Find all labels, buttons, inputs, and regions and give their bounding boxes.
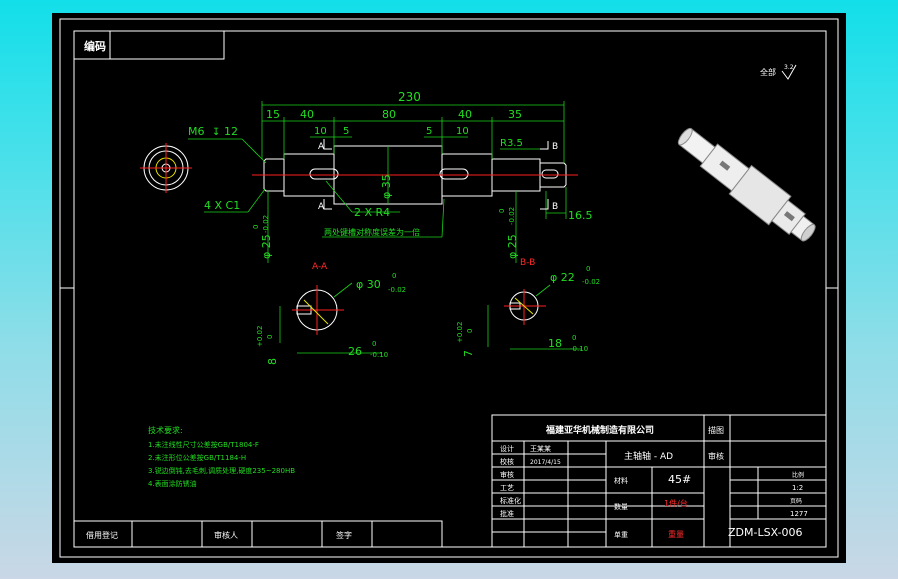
svg-text:0: 0 <box>372 340 376 348</box>
svg-text:-0.10: -0.10 <box>570 345 588 353</box>
svg-text:页码: 页码 <box>790 497 802 505</box>
dimensions: 230 15 40 80 40 35 10 5 5 10 M6 ↧ 12 R3.… <box>188 90 593 263</box>
svg-text:0: 0 <box>572 334 576 342</box>
svg-text:0: 0 <box>252 225 260 229</box>
svg-text:B: B <box>552 202 558 212</box>
title-block: 福建亚华机械制造有限公司 设计 校核 审核 工艺 标准化 批准 王某某 2017… <box>491 414 827 548</box>
svg-text:王某某: 王某某 <box>530 445 551 453</box>
svg-text:M6: M6 <box>188 125 205 138</box>
svg-text:B-B: B-B <box>520 258 535 268</box>
end-view <box>140 143 192 193</box>
section-aa: A-A φ 30 0 -0.02 8 +0.02 0 26 0 -0.10 <box>256 262 406 365</box>
svg-text:80: 80 <box>382 108 396 121</box>
svg-text:3.2: 3.2 <box>784 64 794 71</box>
svg-text:A: A <box>318 142 325 152</box>
svg-text:-0.10: -0.10 <box>370 351 388 359</box>
svg-text:R3.5: R3.5 <box>500 138 523 149</box>
svg-text:描图: 描图 <box>708 425 724 435</box>
svg-text:40: 40 <box>300 108 314 121</box>
svg-text:两处键槽对称度误差为一倍: 两处键槽对称度误差为一倍 <box>324 227 420 237</box>
svg-text:40: 40 <box>458 108 472 121</box>
svg-text:+0.02: +0.02 <box>456 322 464 343</box>
svg-text:校核: 校核 <box>500 457 514 466</box>
svg-text:单重: 单重 <box>614 530 628 539</box>
svg-text:↧: ↧ <box>212 127 220 138</box>
svg-text:φ 22: φ 22 <box>550 271 575 284</box>
svg-text:18: 18 <box>548 337 562 350</box>
svg-text:5: 5 <box>426 126 432 137</box>
svg-text:-0.02: -0.02 <box>508 207 516 225</box>
svg-text:标准化: 标准化 <box>500 496 521 505</box>
svg-text:审核: 审核 <box>500 470 514 479</box>
svg-text:A: A <box>318 202 325 212</box>
roughness-symbol: 全部 3.2 <box>760 64 797 80</box>
svg-text:1:2: 1:2 <box>792 484 803 492</box>
svg-text:15: 15 <box>266 108 280 121</box>
svg-text:工艺: 工艺 <box>500 484 514 492</box>
frame-inner <box>73 30 827 548</box>
svg-text:A-A: A-A <box>312 262 328 272</box>
svg-text:φ 25: φ 25 <box>260 234 273 259</box>
svg-text:3.锐边倒钝,去毛刺,调质处理,硬度235~280HB: 3.锐边倒钝,去毛刺,调质处理,硬度235~280HB <box>148 466 295 475</box>
svg-text:5: 5 <box>343 126 349 137</box>
svg-text:2017/4/15: 2017/4/15 <box>530 459 561 466</box>
svg-text:福建亚华机械制造有限公司: 福建亚华机械制造有限公司 <box>545 424 654 436</box>
tech-notes: 技术要求: 1.未注线性尺寸公差按GB/T1804-F 2.未注形位公差按GB/… <box>148 425 295 488</box>
svg-text:10: 10 <box>314 126 327 137</box>
svg-text:1.未注线性尺寸公差按GB/T1804-F: 1.未注线性尺寸公差按GB/T1804-F <box>148 440 259 449</box>
svg-text:0: 0 <box>392 272 396 280</box>
svg-text:数量: 数量 <box>614 502 628 511</box>
svg-text:审核人: 审核人 <box>214 530 238 540</box>
svg-text:+0.02: +0.02 <box>256 326 264 347</box>
svg-text:材料: 材料 <box>614 476 628 485</box>
svg-text:0: 0 <box>466 329 474 333</box>
svg-text:-0.02: -0.02 <box>582 278 600 286</box>
svg-text:2 X R4: 2 X R4 <box>354 206 390 219</box>
svg-text:0: 0 <box>266 335 274 339</box>
svg-text:重量: 重量 <box>668 529 684 539</box>
svg-text:φ 35: φ 35 <box>380 174 393 199</box>
svg-text:10: 10 <box>456 126 469 137</box>
svg-text:编码: 编码 <box>84 39 106 53</box>
svg-text:借用登记: 借用登记 <box>86 530 118 540</box>
svg-text:签字: 签字 <box>336 530 352 540</box>
svg-text:12: 12 <box>224 125 238 138</box>
svg-text:φ 30: φ 30 <box>356 278 381 291</box>
svg-text:φ 25: φ 25 <box>506 234 519 259</box>
section-bb: B-B φ 22 0 -0.02 7 +0.02 0 18 0 -0.10 <box>456 258 600 357</box>
drawing-sheet: 编码 全部 3.2 230 15 40 <box>52 13 846 563</box>
shaft-main-view <box>252 145 578 205</box>
svg-text:主轴轴 - AD: 主轴轴 - AD <box>624 450 673 462</box>
svg-text:技术要求:: 技术要求: <box>148 425 183 435</box>
cad-drawing: 编码 全部 3.2 230 15 40 <box>59 18 839 558</box>
svg-text:4.表面涂防锈油: 4.表面涂防锈油 <box>148 479 197 488</box>
svg-text:8: 8 <box>266 358 279 365</box>
svg-text:1件/台: 1件/台 <box>664 498 688 508</box>
bottom-bar: 借用登记 审核人 签字 <box>73 520 443 548</box>
svg-text:230: 230 <box>398 90 421 104</box>
svg-text:1277: 1277 <box>790 510 808 518</box>
svg-text:ZDM-LSX-006: ZDM-LSX-006 <box>728 526 803 539</box>
svg-text:2.未注形位公差按GB/T1184-H: 2.未注形位公差按GB/T1184-H <box>148 453 246 462</box>
svg-text:16.5: 16.5 <box>568 209 593 222</box>
svg-text:4 X C1: 4 X C1 <box>204 199 240 212</box>
svg-text:比例: 比例 <box>792 471 804 479</box>
svg-text:设计: 设计 <box>500 444 514 453</box>
svg-text:7: 7 <box>462 350 475 357</box>
svg-text:-0.02: -0.02 <box>262 215 270 233</box>
svg-text:35: 35 <box>508 108 522 121</box>
section-markers: A A B B <box>318 139 558 212</box>
svg-text:批准: 批准 <box>500 509 514 518</box>
svg-text:0: 0 <box>498 209 506 213</box>
svg-text:B: B <box>552 142 558 152</box>
svg-text:0: 0 <box>586 265 590 273</box>
svg-text:全部: 全部 <box>760 67 776 77</box>
svg-text:45#: 45# <box>668 473 691 486</box>
frame-outer <box>59 18 839 558</box>
code-box: 编码 <box>73 30 225 60</box>
svg-text:审核: 审核 <box>708 451 724 461</box>
shaft-3d-view <box>677 127 816 242</box>
svg-text:-0.02: -0.02 <box>388 286 406 294</box>
svg-text:26: 26 <box>348 345 362 358</box>
